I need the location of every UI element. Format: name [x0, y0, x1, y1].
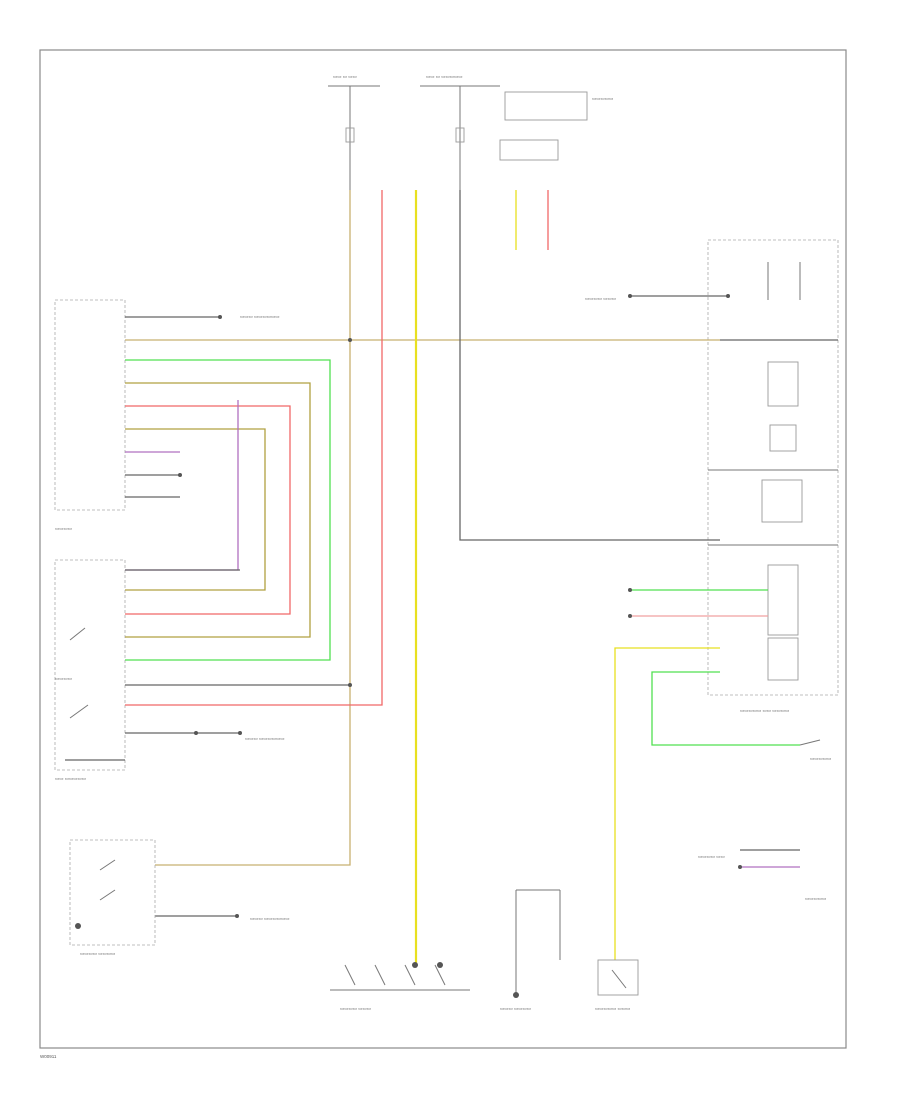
svg-text:▭▭▭▭▭ ▭▭ ▭▭▭▭: ▭▭▭▭▭ ▭▭ ▭▭▭▭	[740, 708, 790, 713]
junctions	[75, 294, 742, 998]
svg-text:▭▭▭▭ ▭▭: ▭▭▭▭ ▭▭	[698, 854, 726, 859]
wire-tan-13	[155, 190, 351, 866]
svg-text:▭▭ ▭▭▭▭▭: ▭▭ ▭▭▭▭▭	[55, 776, 87, 781]
wire-olive-7	[125, 428, 266, 591]
svg-text:▭▭▭▭ ▭▭▭: ▭▭▭▭ ▭▭▭	[340, 1006, 372, 1011]
switches	[69, 627, 821, 998]
svg-text:▭▭▭ ▭▭▭▭▭▭: ▭▭▭ ▭▭▭▭▭▭	[250, 916, 290, 921]
svg-text:▭▭▭ ▭▭▭▭▭▭: ▭▭▭ ▭▭▭▭▭▭	[240, 314, 280, 319]
wire-yellow-26	[614, 647, 720, 960]
fuse-section	[328, 85, 588, 190]
wire-red-6	[125, 405, 291, 615]
svg-text:▭▭▭ ▭▭▭▭: ▭▭▭ ▭▭▭▭	[500, 1006, 532, 1011]
fuse-label-1: ▭▭ ▭ ▭▭	[333, 74, 358, 79]
wire-green-4	[125, 359, 331, 661]
wire-red-14	[125, 190, 383, 706]
svg-text:▭▭▭ ▭▭▭▭▭▭: ▭▭▭ ▭▭▭▭▭▭	[245, 736, 285, 741]
wires	[65, 190, 838, 965]
wire-black-16	[459, 190, 720, 541]
svg-text:▭▭▭▭▭: ▭▭▭▭▭	[810, 756, 832, 761]
svg-text:▭▭▭▭▭ ▭▭▭: ▭▭▭▭▭ ▭▭▭	[595, 1006, 631, 1011]
svg-text:▭▭▭▭: ▭▭▭▭	[55, 526, 73, 531]
svg-text:▭▭▭▭: ▭▭▭▭	[55, 676, 73, 681]
page-id: W00911	[40, 1054, 57, 1059]
svg-text:▭▭▭▭▭: ▭▭▭▭▭	[805, 896, 827, 901]
wire-olive-5	[125, 382, 311, 638]
relay-label: ▭▭▭▭▭	[592, 96, 614, 101]
diagram-frame	[39, 49, 847, 1049]
wire-green-27	[651, 671, 800, 746]
svg-text:▭▭▭▭ ▭▭▭: ▭▭▭▭ ▭▭▭	[585, 296, 617, 301]
svg-text:▭▭▭▭ ▭▭▭▭: ▭▭▭▭ ▭▭▭▭	[80, 951, 116, 956]
control-unit	[707, 239, 839, 696]
fuse-label-2: ▭▭ ▭ ▭▭▭▭▭	[426, 74, 463, 79]
left-module	[54, 299, 126, 771]
wire-purple-11	[125, 400, 239, 571]
labels: ▭▭▭▭ ▭▭▭▭ ▭▭ ▭▭▭▭▭ ▭▭▭▭ ▭▭▭▭ ▭▭▭▭ ▭▭▭ ▭▭…	[40, 296, 832, 1059]
